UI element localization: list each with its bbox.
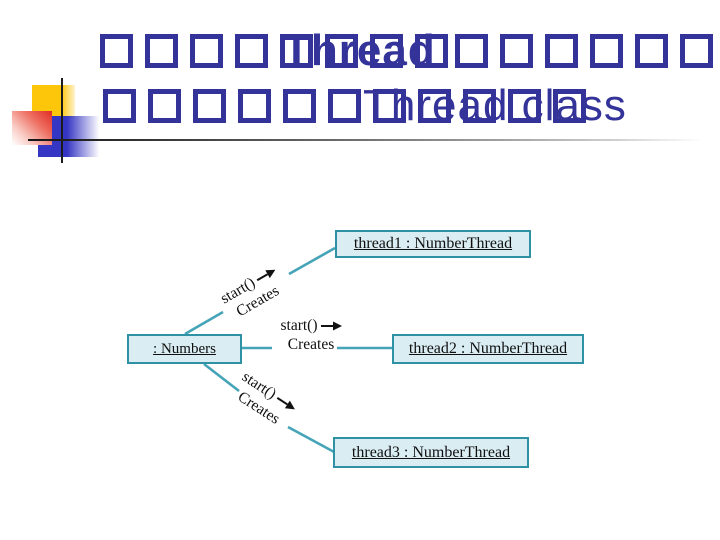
arrow-right-icon (255, 269, 275, 281)
object-node-thread2: thread2 : NumberThread (392, 334, 584, 364)
missing-glyph-box (283, 89, 316, 123)
missing-glyph-box (508, 89, 541, 123)
object-node-label: thread1 : NumberThread (353, 235, 513, 252)
object-node-thread1: thread1 : NumberThread (335, 230, 531, 258)
arrow-right-icon (320, 321, 342, 330)
missing-glyph-box (103, 89, 136, 123)
edge-label-bottom: start() Creates (215, 359, 313, 441)
start-label: start() (280, 317, 318, 334)
missing-glyph-box (373, 89, 406, 123)
creates-label: Creates (287, 336, 335, 353)
arrow-right-icon (276, 396, 295, 409)
missing-glyph-box (325, 34, 358, 68)
edge-label-middle: start() Creates (263, 316, 359, 354)
missing-glyph-box (238, 89, 271, 123)
missing-glyph-box (418, 89, 451, 123)
missing-glyph-box (680, 34, 713, 68)
missing-glyph-box (590, 34, 623, 68)
missing-glyph-box (145, 34, 178, 68)
title-divider-rule (28, 139, 710, 141)
object-node-label: : Numbers (153, 340, 216, 357)
object-node-thread3: thread3 : NumberThread (333, 437, 529, 468)
title-line-1: Thread (100, 26, 720, 75)
missing-glyph-box (148, 89, 181, 123)
object-node-numbers: : Numbers (127, 334, 242, 364)
missing-glyph-box (370, 34, 403, 68)
title-line-2: Thread class (103, 81, 626, 130)
missing-glyph-box (328, 89, 361, 123)
missing-glyph-box (100, 34, 133, 68)
missing-glyph-box (455, 34, 488, 68)
object-node-label: thread2 : NumberThread (408, 340, 568, 357)
missing-glyph-box (500, 34, 533, 68)
missing-glyph-box (553, 89, 586, 123)
missing-glyph-box (235, 34, 268, 68)
object-node-label: thread3 : NumberThread (351, 443, 511, 461)
start-call-row: start() (204, 254, 293, 316)
start-call-row: start() (225, 359, 313, 425)
start-call-row: start() (263, 316, 359, 335)
missing-glyph-box (280, 34, 313, 68)
missing-glyph-box (190, 34, 223, 68)
missing-glyph-box (193, 89, 226, 123)
missing-glyph-box (463, 89, 496, 123)
edge-label-top: start() Creates (204, 254, 303, 333)
decoration-vertical-line (61, 78, 63, 163)
missing-glyph-box (415, 34, 448, 68)
title-text-thread-class: Thread class (363, 81, 627, 130)
missing-glyph-box (635, 34, 668, 68)
title-text-thread: Thread (283, 26, 436, 75)
missing-glyph-box (545, 34, 578, 68)
